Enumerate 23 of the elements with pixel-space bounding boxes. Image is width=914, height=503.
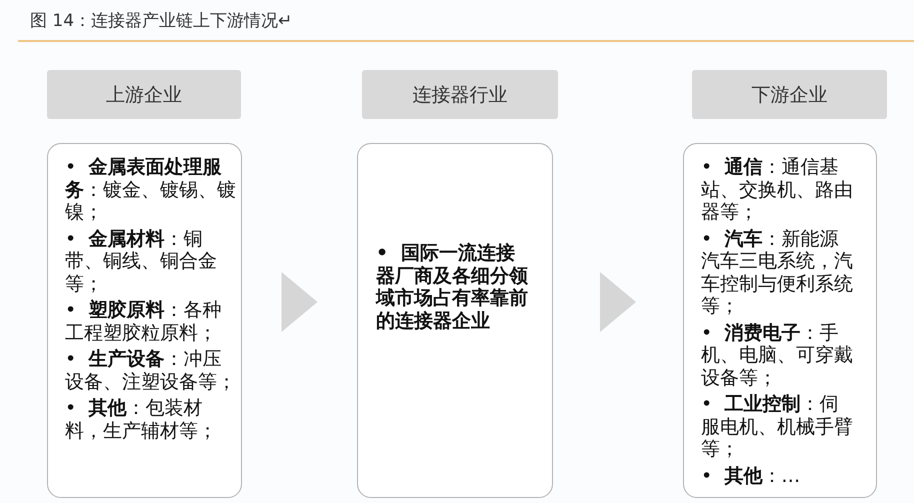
bullet-text: • 工业控制：伺服电机、机械手臂等； (701, 393, 854, 460)
header-label: 下游企业 (752, 82, 828, 106)
bullet-text: • 其他：… (701, 464, 802, 487)
bullet-text: • 塑胶原料：各种工程塑胶粒原料； (65, 299, 222, 344)
header-label: 上游企业 (106, 82, 182, 106)
bullet-text: • 金属表面处理服务：镀金、镀锡、镀镍； (65, 156, 237, 224)
bullet-text: • 其他：包装材料，生产辅材等； (65, 397, 218, 442)
bullet-text: • 消费电子：手机、电脑、可穿戴设备等； (701, 322, 854, 389)
column-header (692, 70, 887, 119)
bullet-text: • 生产设备：冲压设备、注塑设备等； (65, 348, 237, 393)
column-header (362, 70, 558, 119)
column-header (47, 70, 241, 119)
content-card (683, 143, 877, 498)
content-card (47, 143, 242, 498)
content-card (357, 143, 553, 498)
bullet-text: • 汽车：新能源汽车三电系统，汽车控制与便利系统等； (701, 228, 854, 318)
bullet-text: • 国际一流连接器厂商及各细分领域市场占有率靠前的连接器企业 (376, 242, 529, 332)
header-label: 连接器行业 (412, 82, 508, 106)
chevron-arrow (600, 272, 636, 332)
bullet-text: • 金属材料：铜带、铜线、铜合金等； (65, 228, 218, 295)
chevron-arrow (282, 272, 318, 332)
figure-title: 图 14：连接器产业链上下游情况↵ (30, 10, 292, 32)
bullet-text: • 通信：通信基站、交换机、路由器等； (701, 156, 854, 224)
